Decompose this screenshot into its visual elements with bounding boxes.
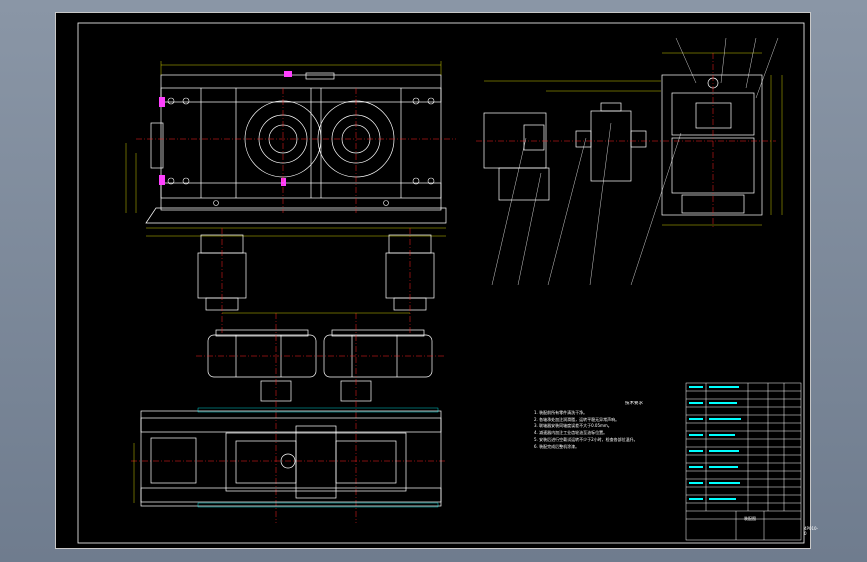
side-view-dimensions: [484, 52, 783, 226]
plan-view-centerlines: [131, 228, 446, 523]
technical-requirements: 技术要求 1. 装配前所有零件清洗干净。 2. 各轴承处加注润滑脂，运转平稳无异…: [534, 401, 734, 451]
plan-view-dimensions: [133, 312, 410, 503]
base-frame: [140, 410, 442, 507]
leader-lines: [491, 37, 779, 286]
front-view-accents: [159, 71, 292, 186]
requirement-line: 3. 联轴器安装同轴度误差不大于0.05mm。: [534, 423, 612, 429]
drawing-border: [77, 22, 805, 544]
base-frame-hatch: [197, 407, 439, 508]
side-view-motor: [483, 112, 550, 201]
requirement-line: 6. 装配完成后整机涂漆。: [534, 443, 580, 449]
front-view: [145, 72, 447, 224]
requirement-line: 1. 装配前所有零件清洗干净。: [534, 409, 588, 415]
requirement-line: 4. 减速器内加注工业齿轮油至油标位置。: [534, 430, 608, 436]
requirement-line: 2. 各轴承处加注润滑脂，运转平稳无异常声响。: [534, 416, 620, 422]
front-view-bolts: [167, 97, 435, 206]
cad-viewport[interactable]: 技术要求 1. 装配前所有零件清洗干净。 2. 各轴承处加注润滑脂，运转平稳无异…: [55, 12, 818, 549]
front-view-dimensions: [125, 61, 446, 237]
side-view-centerlines: [476, 53, 776, 228]
requirement-line: 5. 安装后进行空载试运转不少于2小时，检查各部位温升。: [534, 436, 638, 442]
title-block-title: 装配图: [744, 516, 756, 521]
side-view-reducer: [575, 102, 647, 182]
parts-list: [685, 382, 802, 541]
technical-requirements-heading: 技术要求: [625, 401, 643, 406]
title-block-drawing-number: 4P010-0: [804, 526, 819, 536]
front-view-centerlines: [136, 88, 456, 213]
cad-drawing-canvas: [77, 22, 805, 544]
parts-list-entries: [689, 386, 741, 500]
reducers: [207, 329, 433, 402]
